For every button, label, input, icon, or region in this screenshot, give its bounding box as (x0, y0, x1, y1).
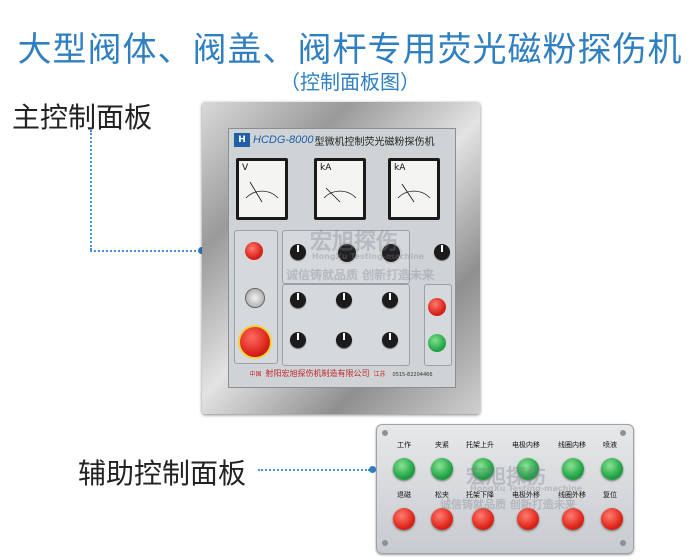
power-indicator-lamp (245, 242, 263, 260)
panel-screw (620, 430, 626, 436)
selector-knob[interactable] (290, 332, 306, 348)
brand-logo: H (234, 133, 250, 147)
meter-face (317, 161, 363, 217)
watermark-english-aux: HongXu Testing-machine (470, 484, 583, 493)
operation-section (424, 284, 452, 366)
aux-label-electrode-out: 电极外移 (512, 491, 540, 499)
model-number: HCDG-8000 (253, 134, 314, 146)
aux-control-panel (376, 424, 634, 554)
main-callout-line-vertical (90, 130, 92, 250)
meter-scale-icon (245, 181, 279, 203)
aux-label-bracket-up: 托架上升 (466, 441, 494, 449)
aux-button-bracket-up[interactable] (472, 458, 494, 480)
aux-label-release: 松夹 (435, 491, 449, 499)
aux-button-reset[interactable] (601, 508, 623, 530)
watermark-brand: 宏旭探伤 (310, 230, 399, 255)
machine-name: 型微机控制荧光磁粉探伤机 (314, 136, 435, 148)
main-callout-dot (198, 247, 205, 254)
manufacturer-plate: 中国射阳宏旭探伤机制造有限公司江苏 0515-82204466 (230, 368, 452, 379)
aux-label-clamp: 夹紧 (435, 441, 449, 449)
manufacturer-country: 中国 (249, 371, 262, 378)
emergency-stop-button[interactable] (238, 325, 272, 359)
manufacturer-phone: 0515-82204466 (392, 372, 433, 378)
main-panel-label: 主控制面板 (12, 101, 153, 134)
aux-button-demagnetize[interactable] (393, 508, 415, 530)
manufacturer-name: 射阳宏旭探伤机制造有限公司 (265, 369, 370, 378)
selector-knob[interactable] (336, 292, 352, 308)
aux-callout-dot (369, 466, 376, 473)
watermark-brand-aux: 宏旭探伤 (466, 464, 546, 488)
current-meter-2: kA (388, 158, 440, 220)
aux-button-coil-out[interactable] (562, 508, 584, 530)
aux-label-electrode-in: 电极内移 (512, 441, 540, 449)
meter-unit: V (242, 163, 249, 173)
aux-label-reset: 复位 (603, 491, 617, 499)
current-adjust-dial[interactable] (336, 242, 358, 264)
work-button[interactable] (428, 334, 446, 352)
key-switch[interactable] (245, 288, 265, 308)
watermark-slogan-aux: 诚信铸就品质 创新打造未来 (440, 498, 576, 511)
manufacturer-region: 江苏 (373, 371, 386, 378)
panel-screw (382, 430, 388, 436)
aux-button-clamp[interactable] (431, 458, 453, 480)
panel-screw (382, 540, 388, 546)
meter-unit: kA (394, 163, 406, 173)
selector-knob[interactable] (434, 244, 450, 260)
aux-callout-line (258, 469, 370, 471)
aux-label-coil-out: 线圈外移 (558, 491, 586, 499)
page-subtitle: （控制面板图） (280, 70, 420, 94)
aux-button-electrode-out[interactable] (517, 508, 539, 530)
meter-face (239, 161, 285, 217)
meter-scale-icon (323, 187, 357, 203)
main-callout-line-horizontal (90, 250, 200, 252)
main-panel-header: H HCDG-8000 型微机控制荧光磁粉探伤机 (234, 131, 450, 149)
selector-knob[interactable] (290, 292, 306, 308)
aux-button-work[interactable] (393, 458, 415, 480)
current-adjust-dial[interactable] (380, 242, 402, 264)
watermark-english: HongXu Testing-machine (312, 252, 425, 261)
stop-button[interactable] (428, 298, 446, 316)
aux-label-bracket-down: 托架下降 (466, 491, 494, 499)
panel-screw (620, 540, 626, 546)
meter-scale-icon (397, 183, 431, 203)
aux-label-spray: 喷液 (603, 441, 617, 449)
aux-label-work: 工作 (397, 441, 411, 449)
aux-button-electrode-in[interactable] (517, 458, 539, 480)
current-meter-1: kA (314, 158, 366, 220)
selector-knob[interactable] (382, 292, 398, 308)
aux-label-demagnetize: 退磁 (397, 491, 411, 499)
meter-unit: kA (320, 163, 332, 173)
aux-button-coil-in[interactable] (562, 458, 584, 480)
selector-knob[interactable] (290, 244, 306, 260)
aux-button-bracket-down[interactable] (472, 508, 494, 530)
aux-label-coil-in: 线圈内移 (558, 441, 586, 449)
selector-knob[interactable] (336, 332, 352, 348)
page-title: 大型阀体、阀盖、阀杆专用荧光磁粉探伤机 (17, 30, 683, 70)
aux-panel-label: 辅助控制面板 (78, 457, 247, 490)
selector-knob[interactable] (382, 332, 398, 348)
meter-face (391, 161, 437, 217)
voltmeter: V (236, 158, 288, 220)
aux-button-spray[interactable] (601, 458, 623, 480)
watermark-slogan: 诚信铸就品质 创新打造未来 (286, 268, 435, 282)
aux-button-release[interactable] (431, 508, 453, 530)
